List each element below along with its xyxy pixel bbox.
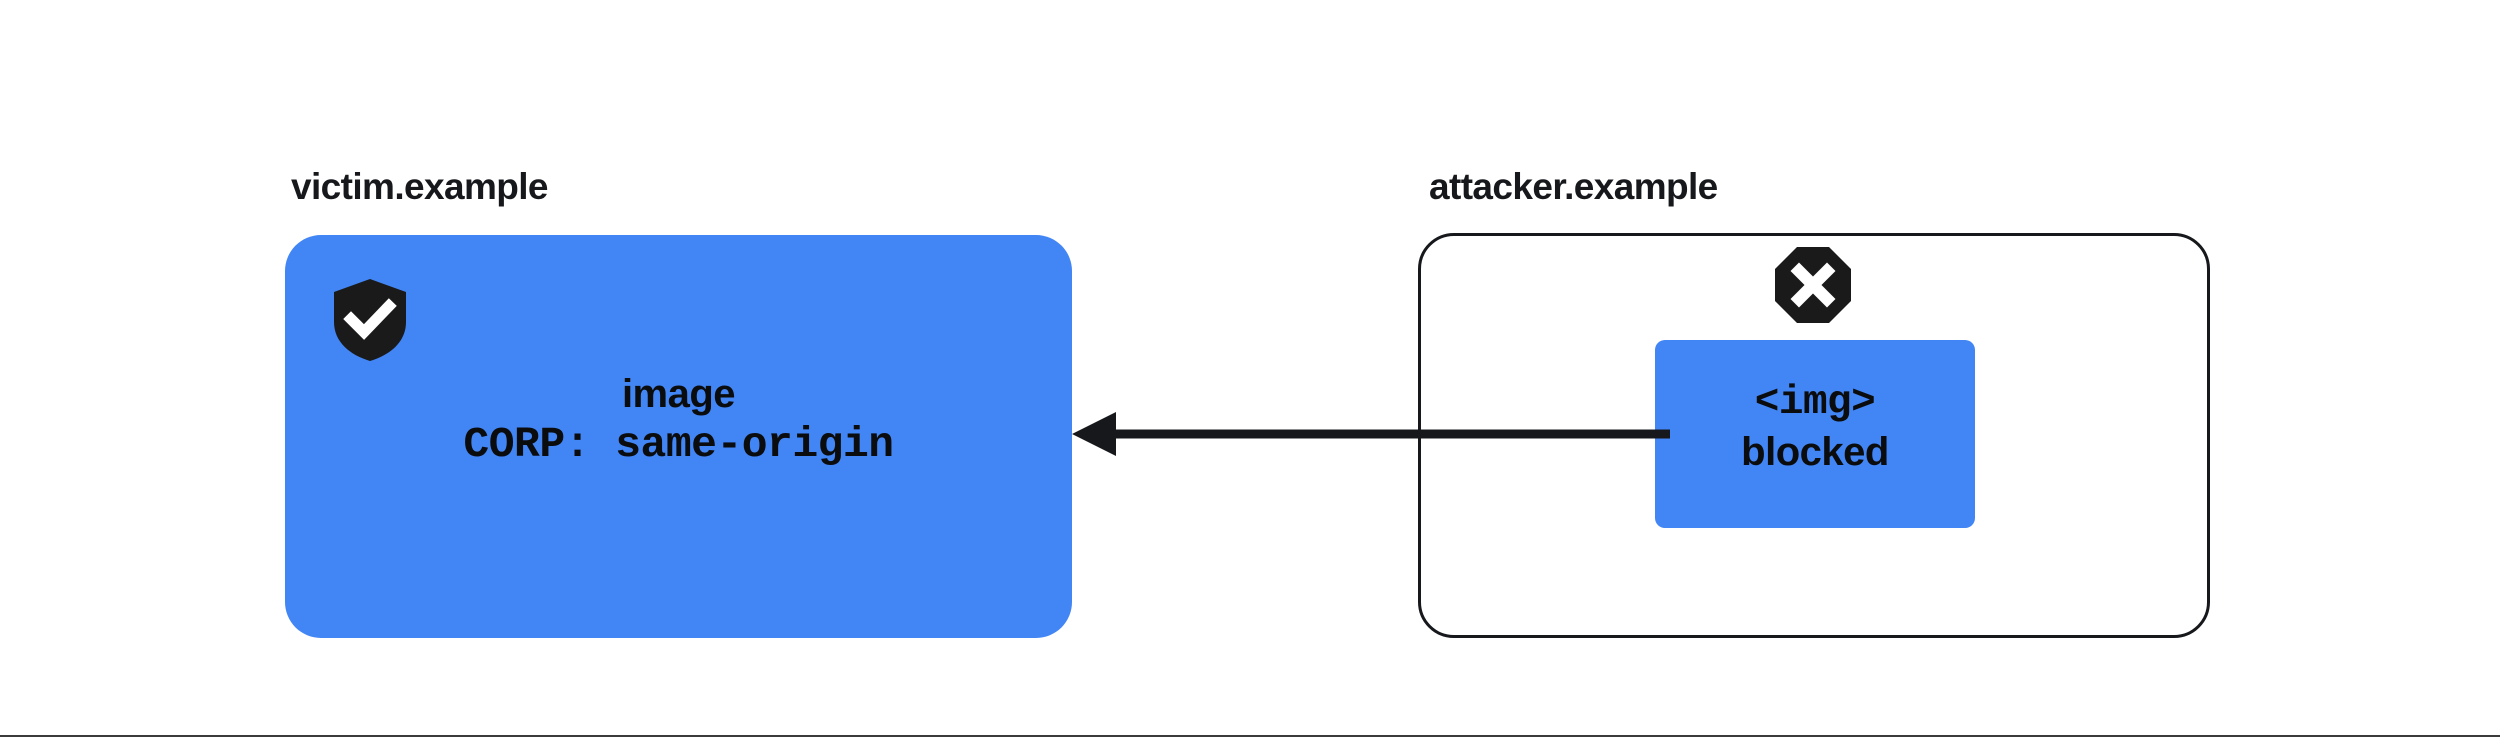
attacker-block-status: blocked [1741,430,1889,474]
victim-corp-header: CORP: same-origin [463,420,894,469]
attacker-img-card [1655,340,1975,528]
shield-check-icon [332,278,408,362]
victim-resource-name: image [621,372,736,416]
blocked-request-arrow [1060,402,1670,466]
bottom-divider [0,735,2500,737]
attacker-origin-label: attacker.example [1429,166,1718,207]
octagon-x-icon [1774,246,1852,324]
victim-origin-box [285,235,1072,638]
attacker-img-card-text: <img> blocked [1655,378,1975,477]
victim-resource-description: image CORP: same-origin [285,370,1072,471]
victim-origin-label: victim.example [291,166,549,207]
attacker-img-tag: <img> [1754,380,1876,426]
